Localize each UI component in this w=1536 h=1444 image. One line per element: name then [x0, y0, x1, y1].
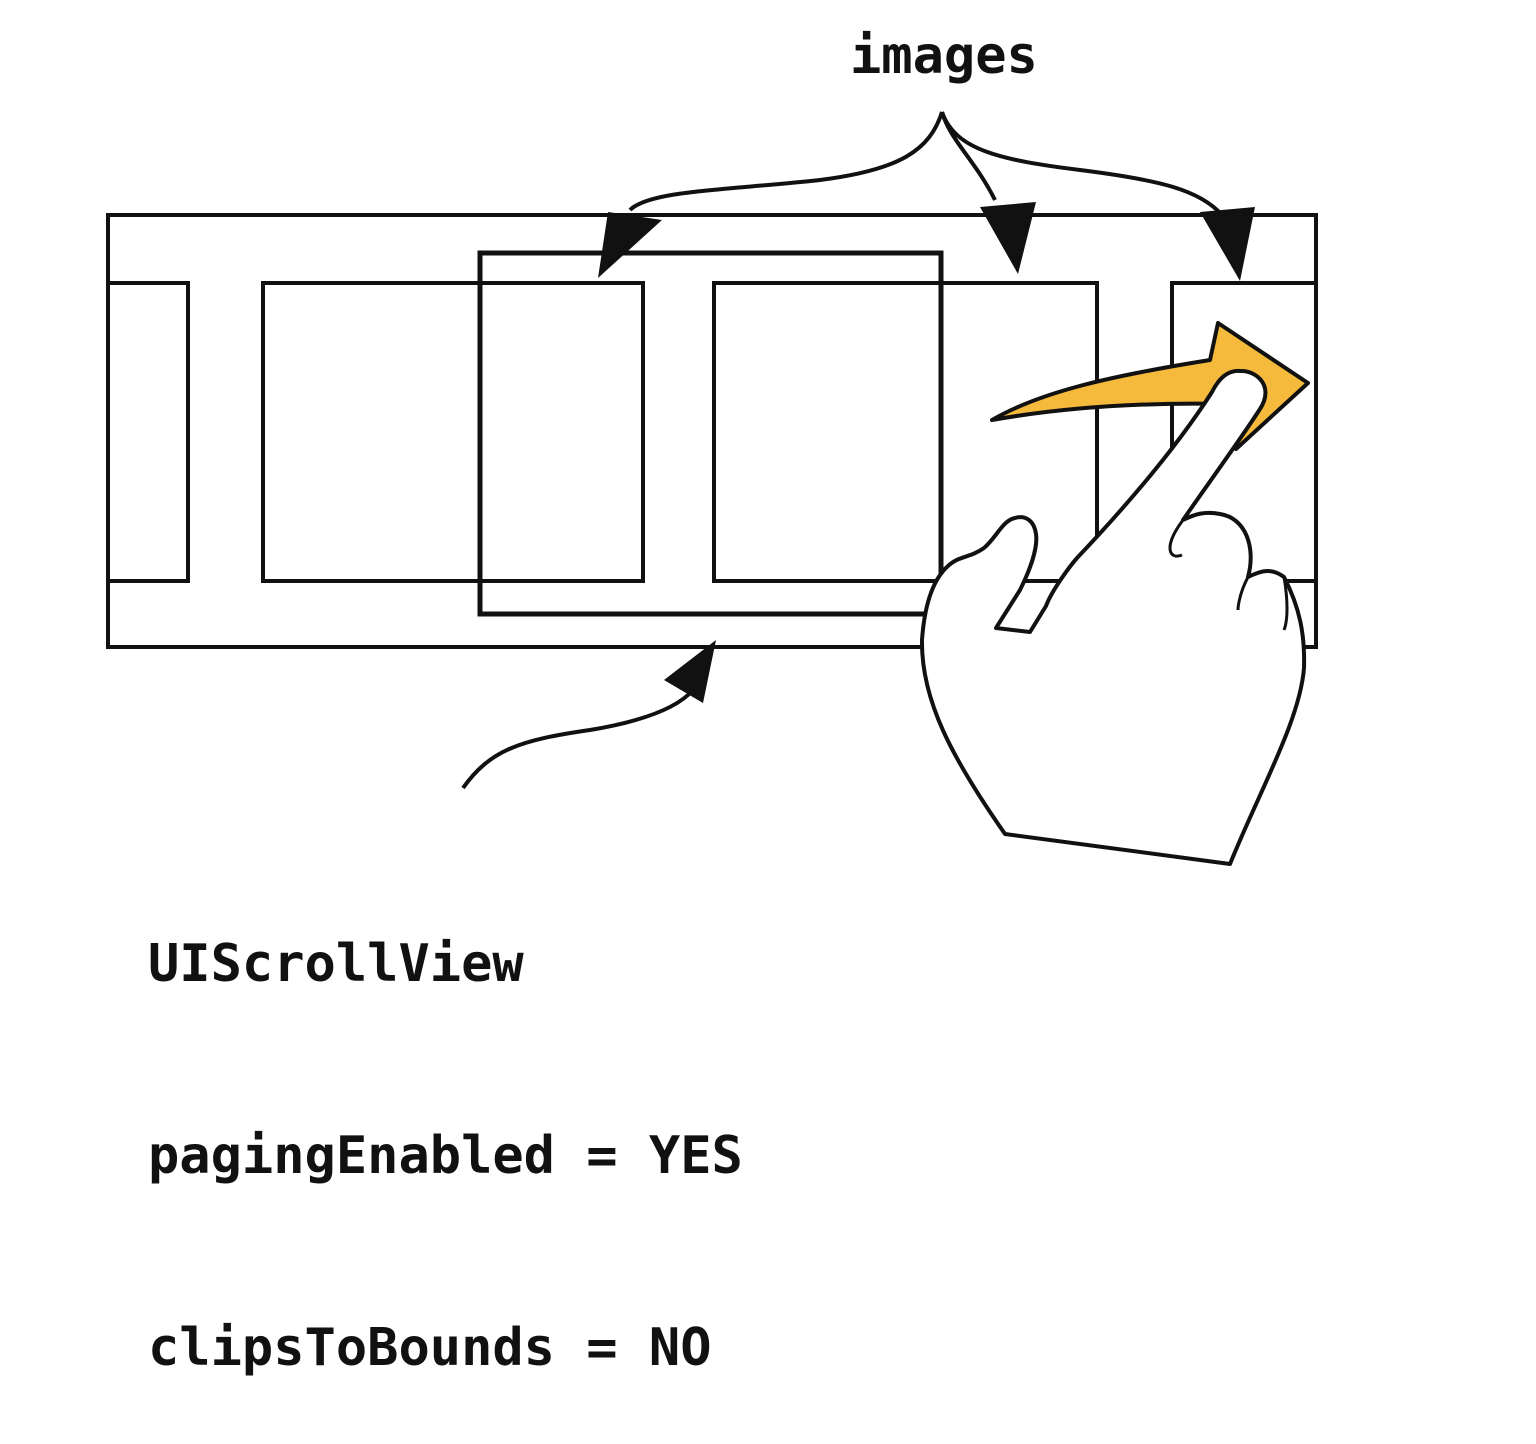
arrow-to-image-2 — [598, 212, 662, 278]
scrollview-properties: UIScrollView pagingEnabled = YES clipsTo… — [148, 804, 743, 1444]
image-frame-1 — [106, 281, 190, 583]
image-frame-3 — [712, 281, 1099, 583]
code-line-class: UIScrollView — [148, 934, 524, 994]
scrollview-paging-diagram — [106, 111, 1318, 866]
swipe-arrow-icon — [990, 321, 1310, 451]
images-brace-right — [940, 111, 1224, 217]
images-brace — [628, 111, 944, 212]
images-brace-middle — [940, 111, 997, 201]
pointing-hand-icon — [919, 368, 1307, 866]
image-frame-2 — [261, 281, 645, 583]
code-line-paging: pagingEnabled = YES — [148, 1126, 743, 1186]
code-line-clips: clipsToBounds = NO — [148, 1318, 712, 1378]
arrow-to-image-3 — [980, 202, 1036, 274]
scrollview-pointer — [461, 688, 695, 790]
images-label: images — [850, 26, 1038, 86]
arrow-to-image-4 — [1200, 207, 1255, 281]
scrollview-pointer-arrowhead — [664, 640, 716, 703]
scrollview-bounds — [477, 250, 944, 617]
